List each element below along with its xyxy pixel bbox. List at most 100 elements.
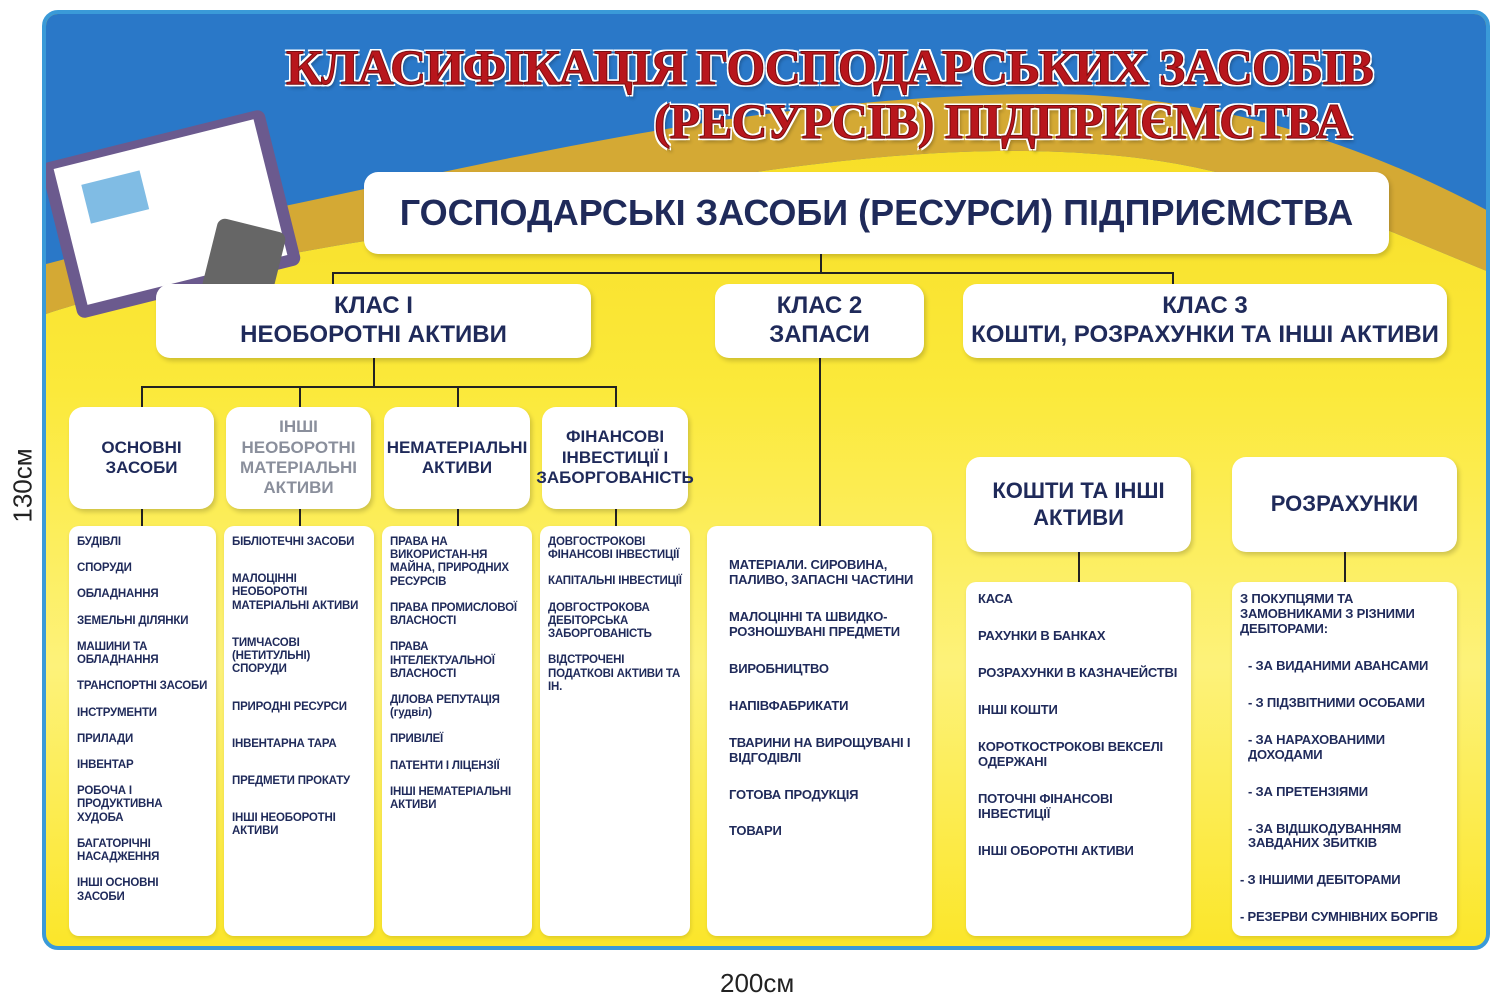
height-dimension: 130см [7, 448, 38, 523]
list-item: РОБОЧА І ПРОДУКТИВНА ХУДОБА [77, 785, 163, 824]
group-other-noncurrent: ІНШІ НЕОБОРОТНІ МАТЕРІАЛЬНІ АКТИВИ [226, 407, 371, 509]
list-item: ПРАВА НА ВИКОРИСТАН-НЯ МАЙНА, ПРИРОДНИХ … [390, 536, 509, 588]
list-item: ІНВЕНТАРНА ТАРА [232, 737, 337, 750]
flag-wave-background [46, 14, 1486, 330]
list-item: ЗЕМЕЛЬНІ ДІЛЯНКИ [77, 614, 189, 627]
list-item: БАГАТОРІЧНІ НАСАДЖЕННЯ [77, 837, 160, 864]
connector [141, 386, 617, 388]
class-2-number: КЛАС 2 [776, 292, 863, 320]
list-item: - З ІНШИМИ ДЕБІТОРАМИ [1240, 872, 1401, 888]
list-item: - ЗА ВІДШКОДУВАННЯМ ЗАВДАНИХ ЗБИТКІВ [1248, 820, 1402, 851]
list-item: СПОРУДИ [77, 562, 132, 575]
list-item: РОЗРАХУНКИ В КАЗНАЧЕЙСТВІ [978, 664, 1178, 680]
list-item: ДОВГОСТРОКОВА ДЕБІТОРСЬКА ЗАБОРГОВАНІСТЬ [548, 601, 652, 641]
list-item: ТВАРИНИ НА ВИРОЩУВАНІ І ВІДГОДІВЛІ [729, 734, 911, 765]
list-item: ПРАВА ПРОМИСЛОВОЇ ВЛАСНОСТІ [390, 601, 517, 628]
list-item: ІНШІ НЕОБОРОТНІ АКТИВИ [232, 812, 336, 838]
root-label: ГОСПОДАРСЬКІ ЗАСОБИ (РЕСУРСИ) ПІДПРИЄМСТ… [399, 192, 1354, 234]
notebook-calculator-illustration [46, 110, 301, 330]
group-cash: КОШТИ ТА ІНШІ АКТИВИ [966, 457, 1191, 552]
group-title: ОСНОВНІ ЗАСОБИ [101, 437, 182, 477]
list-item: ПАТЕНТИ І ЛІЦЕНЗІЇ [390, 759, 500, 772]
list-item: МАЛОЦІННІ НЕОБОРОТНІ МАТЕРІАЛЬНІ АКТИВИ [232, 573, 359, 612]
list-item: ПРИВІЛЕЇ [390, 733, 444, 746]
connector [1078, 552, 1080, 582]
list-item: БІБЛІОТЕЧНІ ЗАСОБИ [232, 536, 355, 548]
item-list: БІБЛІОТЕЧНІ ЗАСОБИ МАЛОЦІННІ НЕОБОРОТНІ М… [224, 526, 374, 873]
width-dimension: 200см [720, 968, 795, 998]
list-item: КАСА [978, 591, 1013, 606]
list-item: ГОТОВА ПРОДУКЦІЯ [729, 786, 859, 802]
group-title: ФІНАНСОВІ ІНВЕСТИЦІЇ І ЗАБОРГОВАНІСТЬ [536, 427, 694, 488]
connector [141, 386, 143, 408]
list-item: - ЗА НАРАХОВАНИМИ ДОХОДАМИ [1248, 731, 1385, 762]
group-intangible: НЕМАТЕРІАЛЬНІ АКТИВИ [384, 407, 530, 509]
list-item: МАЛОЦІННІ ТА ШВИДКО-РОЗНОШУВАНІ ПРЕДМЕТИ [729, 608, 900, 639]
list-item: МАШИНИ ТА ОБЛАДНАННЯ [77, 640, 159, 667]
group-title: ІНШІ НЕОБОРОТНІ МАТЕРІАЛЬНІ АКТИВИ [239, 417, 357, 498]
group-title: НЕМАТЕРІАЛЬНІ АКТИВИ [386, 437, 528, 477]
connector [1172, 272, 1174, 284]
list-item: ВИРОБНИЦТВО [729, 660, 829, 676]
list-item: ПОТОЧНІ ФІНАНСОВІ ІНВЕСТИЦІЇ [978, 790, 1113, 821]
class-3-name: КОШТИ, РОЗРАХУНКИ ТА ІНШІ АКТИВИ [971, 321, 1439, 348]
list-item: ТРАНСПОРТНІ ЗАСОБИ [77, 680, 208, 693]
root-box: ГОСПОДАРСЬКІ ЗАСОБИ (РЕСУРСИ) ПІДПРИЄМСТ… [364, 172, 1389, 254]
list-item: ІНШІ ОБОРОТНІ АКТИВИ [978, 842, 1134, 858]
list-item: - РЕЗЕРВИ СУМНІВНИХ БОРГІВ [1240, 909, 1438, 925]
group-fixed-assets: ОСНОВНІ ЗАСОБИ [69, 407, 214, 509]
list-item: ПРАВА ІНТЕЛЕКТУАЛЬНОЇ ВЛАСНОСТІ [390, 641, 495, 680]
group-financial-investments: ФІНАНСОВІ ІНВЕСТИЦІЇ І ЗАБОРГОВАНІСТЬ [536, 407, 694, 509]
list-item: ПРИЛАДИ [77, 732, 134, 745]
poster-title-line2: (РЕСУРСІВ) ПІДПРИЄМСТВА [654, 93, 1353, 150]
item-list: КАСА РАХУНКИ В БАНКАХ РОЗРАХУНКИ В КАЗНАЧЕ… [970, 582, 1191, 890]
list-item: ДІЛОВА РЕПУТАЦІЯ (гудвіл) [390, 693, 500, 720]
class-2-name: ЗАПАСИ [769, 321, 870, 348]
connector [615, 509, 617, 527]
list-cash: КАСА РАХУНКИ В БАНКАХ РОЗРАХУНКИ В КАЗНАЧЕ… [966, 582, 1191, 936]
list-item: РАХУНКИ В БАНКАХ [978, 627, 1106, 643]
list-item: БУДІВЛІ [77, 536, 121, 548]
list-item: ТОВАРИ [729, 823, 782, 839]
list-other-noncurrent: БІБЛІОТЕЧНІ ЗАСОБИ МАЛОЦІННІ НЕОБОРОТНІ М… [224, 526, 374, 936]
item-list: З ПОКУПЦЯМИ ТА ЗАМОВНИКАМИ З РІЗНИМИ ДЕБ… [1232, 582, 1457, 946]
list-item: ПРИРОДНІ РЕСУРСИ [232, 700, 347, 713]
list-item: ДОВГОСТРОКОВІ ФІНАНСОВІ ІНВЕСТИЦІЇ [548, 536, 680, 562]
list-item: - З ПІДЗВІТНИМИ ОСОБАМИ [1248, 694, 1425, 710]
connector [819, 358, 821, 528]
connector [141, 509, 143, 527]
connector [457, 509, 459, 527]
list-item: ІНШІ НЕМАТЕРІАЛЬНІ АКТИВИ [390, 785, 511, 812]
connector [457, 386, 459, 408]
item-list: МАТЕРІАЛИ. СИРОВИНА, ПАЛИВО, ЗАПАСНІ ЧАС… [721, 548, 932, 871]
list-item: - ЗА ПРЕТЕНЗІЯМИ [1248, 783, 1368, 799]
connector [373, 358, 375, 388]
list-item: З ПОКУПЦЯМИ ТА ЗАМОВНИКАМИ З РІЗНИМИ ДЕБ… [1240, 591, 1415, 636]
list-financial-investments: ДОВГОСТРОКОВІ ФІНАНСОВІ ІНВЕСТИЦІЇ КАПІТА… [540, 526, 690, 936]
list-item: КАПІТАЛЬНІ ІНВЕСТИЦІЇ [548, 575, 682, 588]
connector [615, 386, 617, 408]
class-3-number: КЛАС 3 [1162, 292, 1248, 320]
poster-board: КЛАСИФІКАЦІЯ ГОСПОДАРСЬКИХ ЗАСОБІВ (РЕСУ… [42, 10, 1490, 950]
connector [299, 386, 301, 408]
item-list: ПРАВА НА ВИКОРИСТАН-НЯ МАЙНА, ПРИРОДНИХ … [382, 526, 532, 835]
connector [299, 509, 301, 527]
list-item: ІНВЕНТАР [77, 758, 134, 771]
class-1-number: КЛАС І [334, 292, 413, 320]
class-1-name: НЕОБОРОТНІ АКТИВИ [240, 321, 507, 348]
list-item: НАПІВФАБРИКАТИ [729, 697, 849, 713]
poster-title-line1: КЛАСИФІКАЦІЯ ГОСПОДАРСЬКИХ ЗАСОБІВ [286, 39, 1375, 96]
group-settlements: РОЗРАХУНКИ [1232, 457, 1457, 552]
list-item: - ЗА ВИДАНИМИ АВАНСАМИ [1248, 657, 1429, 673]
list-item: КОРОТКОСТРОКОВІ ВЕКСЕЛІ ОДЕРЖАНІ [978, 738, 1163, 769]
connector [332, 272, 1174, 274]
group-title: КОШТИ ТА ІНШІ АКТИВИ [992, 478, 1165, 530]
list-item: МАТЕРІАЛИ. СИРОВИНА, ПАЛИВО, ЗАПАСНІ ЧАС… [729, 557, 914, 587]
list-intangible: ПРАВА НА ВИКОРИСТАН-НЯ МАЙНА, ПРИРОДНИХ … [382, 526, 532, 936]
list-item: ВІДСТРОЧЕНІ ПОДАТКОВІ АКТИВИ ТА ІН. [548, 654, 681, 693]
connector [332, 272, 334, 284]
